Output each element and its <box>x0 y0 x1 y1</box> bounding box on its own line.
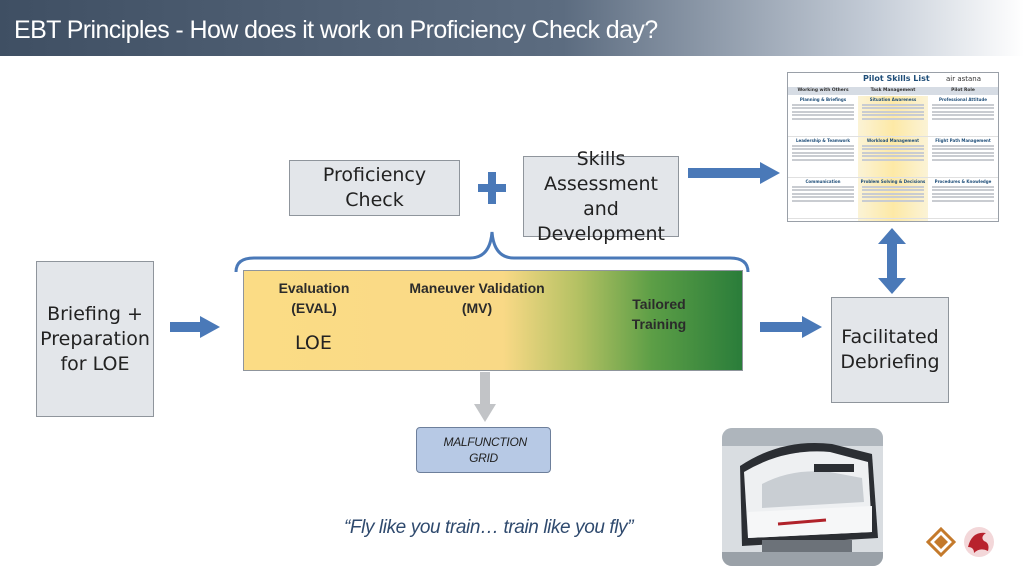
skills-column-header: Working with Others <box>788 87 858 96</box>
brace-shape <box>234 231 750 273</box>
arrow-loe-to-debriefing <box>760 316 822 338</box>
skills-cell-title: Procedures & Knowledge <box>934 179 992 184</box>
skills-cell: Situation Awareness <box>858 96 928 137</box>
skills-cell: Planning & Briefings <box>788 96 858 137</box>
skills-column-1: Working with Others Planning & Briefings… <box>788 87 858 221</box>
proficiency-check-label: Proficiency Check <box>322 164 427 211</box>
skills-cell: Professional Attitude <box>928 96 998 137</box>
malfunction-grid-label: MALFUNCTION GRID <box>443 435 528 465</box>
tailored-training-label: Tailored Training <box>631 296 687 332</box>
academy-logo-icon <box>926 527 956 557</box>
skills-column-2: Task Management Situation Awareness Work… <box>858 87 928 221</box>
skills-cell-title: Workload Management <box>866 138 920 143</box>
skills-column-3: Pilot Role Professional Attitude Flight … <box>928 87 998 221</box>
arrow-to-skills-list <box>688 162 780 184</box>
arrow-briefing-to-loe <box>170 316 220 338</box>
skills-cell-title: Situation Awareness <box>869 97 917 102</box>
skills-cell-title: Planning & Briefings <box>799 97 847 102</box>
arrow-down-to-malfunction-grid <box>474 372 496 422</box>
skills-cell: Workload Management <box>858 137 928 178</box>
skills-cell: Procedures & Knowledge <box>928 178 998 219</box>
skills-cell-title: Problem Solving & Decisions <box>860 179 926 184</box>
title-bar: EBT Principles - How does it work on Pro… <box>0 0 1024 56</box>
skills-cell: Communication <box>788 178 858 219</box>
bird-emblem-icon <box>964 527 994 557</box>
skills-cell: Leadership & Teamwork <box>788 137 858 178</box>
double-arrow-vertical <box>878 228 906 294</box>
facilitated-debriefing-label: Facilitated Debriefing <box>840 326 940 373</box>
flight-simulator-illustration <box>722 428 883 566</box>
skills-cell-title: Communication <box>805 179 841 184</box>
loe-label: LOE <box>295 332 332 354</box>
evaluation-label: Evaluation (EVAL) <box>278 280 350 316</box>
skills-cell: Problem Solving & Decisions <box>858 178 928 219</box>
plus-icon <box>478 172 506 204</box>
airline-logo-text: air astana <box>946 75 982 83</box>
facilitated-debriefing-box: Facilitated Debriefing <box>831 297 949 403</box>
skills-list-title: Pilot Skills List <box>863 74 930 83</box>
skills-cell-title: Flight Path Management <box>935 138 991 143</box>
pilot-skills-list-image: Pilot Skills List air astana Working wit… <box>787 72 999 222</box>
training-gradient-box: Evaluation (EVAL) Maneuver Validation (M… <box>243 270 743 371</box>
flight-simulator-photo <box>722 428 883 566</box>
maneuver-validation-label: Maneuver Validation (MV) <box>409 280 545 316</box>
skills-cell-title: Professional Attitude <box>939 97 987 102</box>
skills-assessment-label: Skills Assessment and Development <box>537 147 665 245</box>
quote-text: “Fly like you train… train like you fly” <box>344 517 634 538</box>
briefing-box: Briefing + Preparation for LOE <box>36 261 154 417</box>
malfunction-grid-box: MALFUNCTION GRID <box>416 427 551 473</box>
proficiency-check-box: Proficiency Check <box>289 160 460 216</box>
skills-assessment-box: Skills Assessment and Development <box>523 148 679 245</box>
skills-column-header: Pilot Role <box>928 87 998 96</box>
slide-title: EBT Principles - How does it work on Pro… <box>14 16 658 44</box>
skills-list-header: Pilot Skills List air astana <box>788 73 998 87</box>
skills-cell-title: Leadership & Teamwork <box>795 138 851 143</box>
skills-column-header: Task Management <box>858 87 928 96</box>
briefing-label: Briefing + Preparation for LOE <box>40 302 150 375</box>
skills-cell: Flight Path Management <box>928 137 998 178</box>
